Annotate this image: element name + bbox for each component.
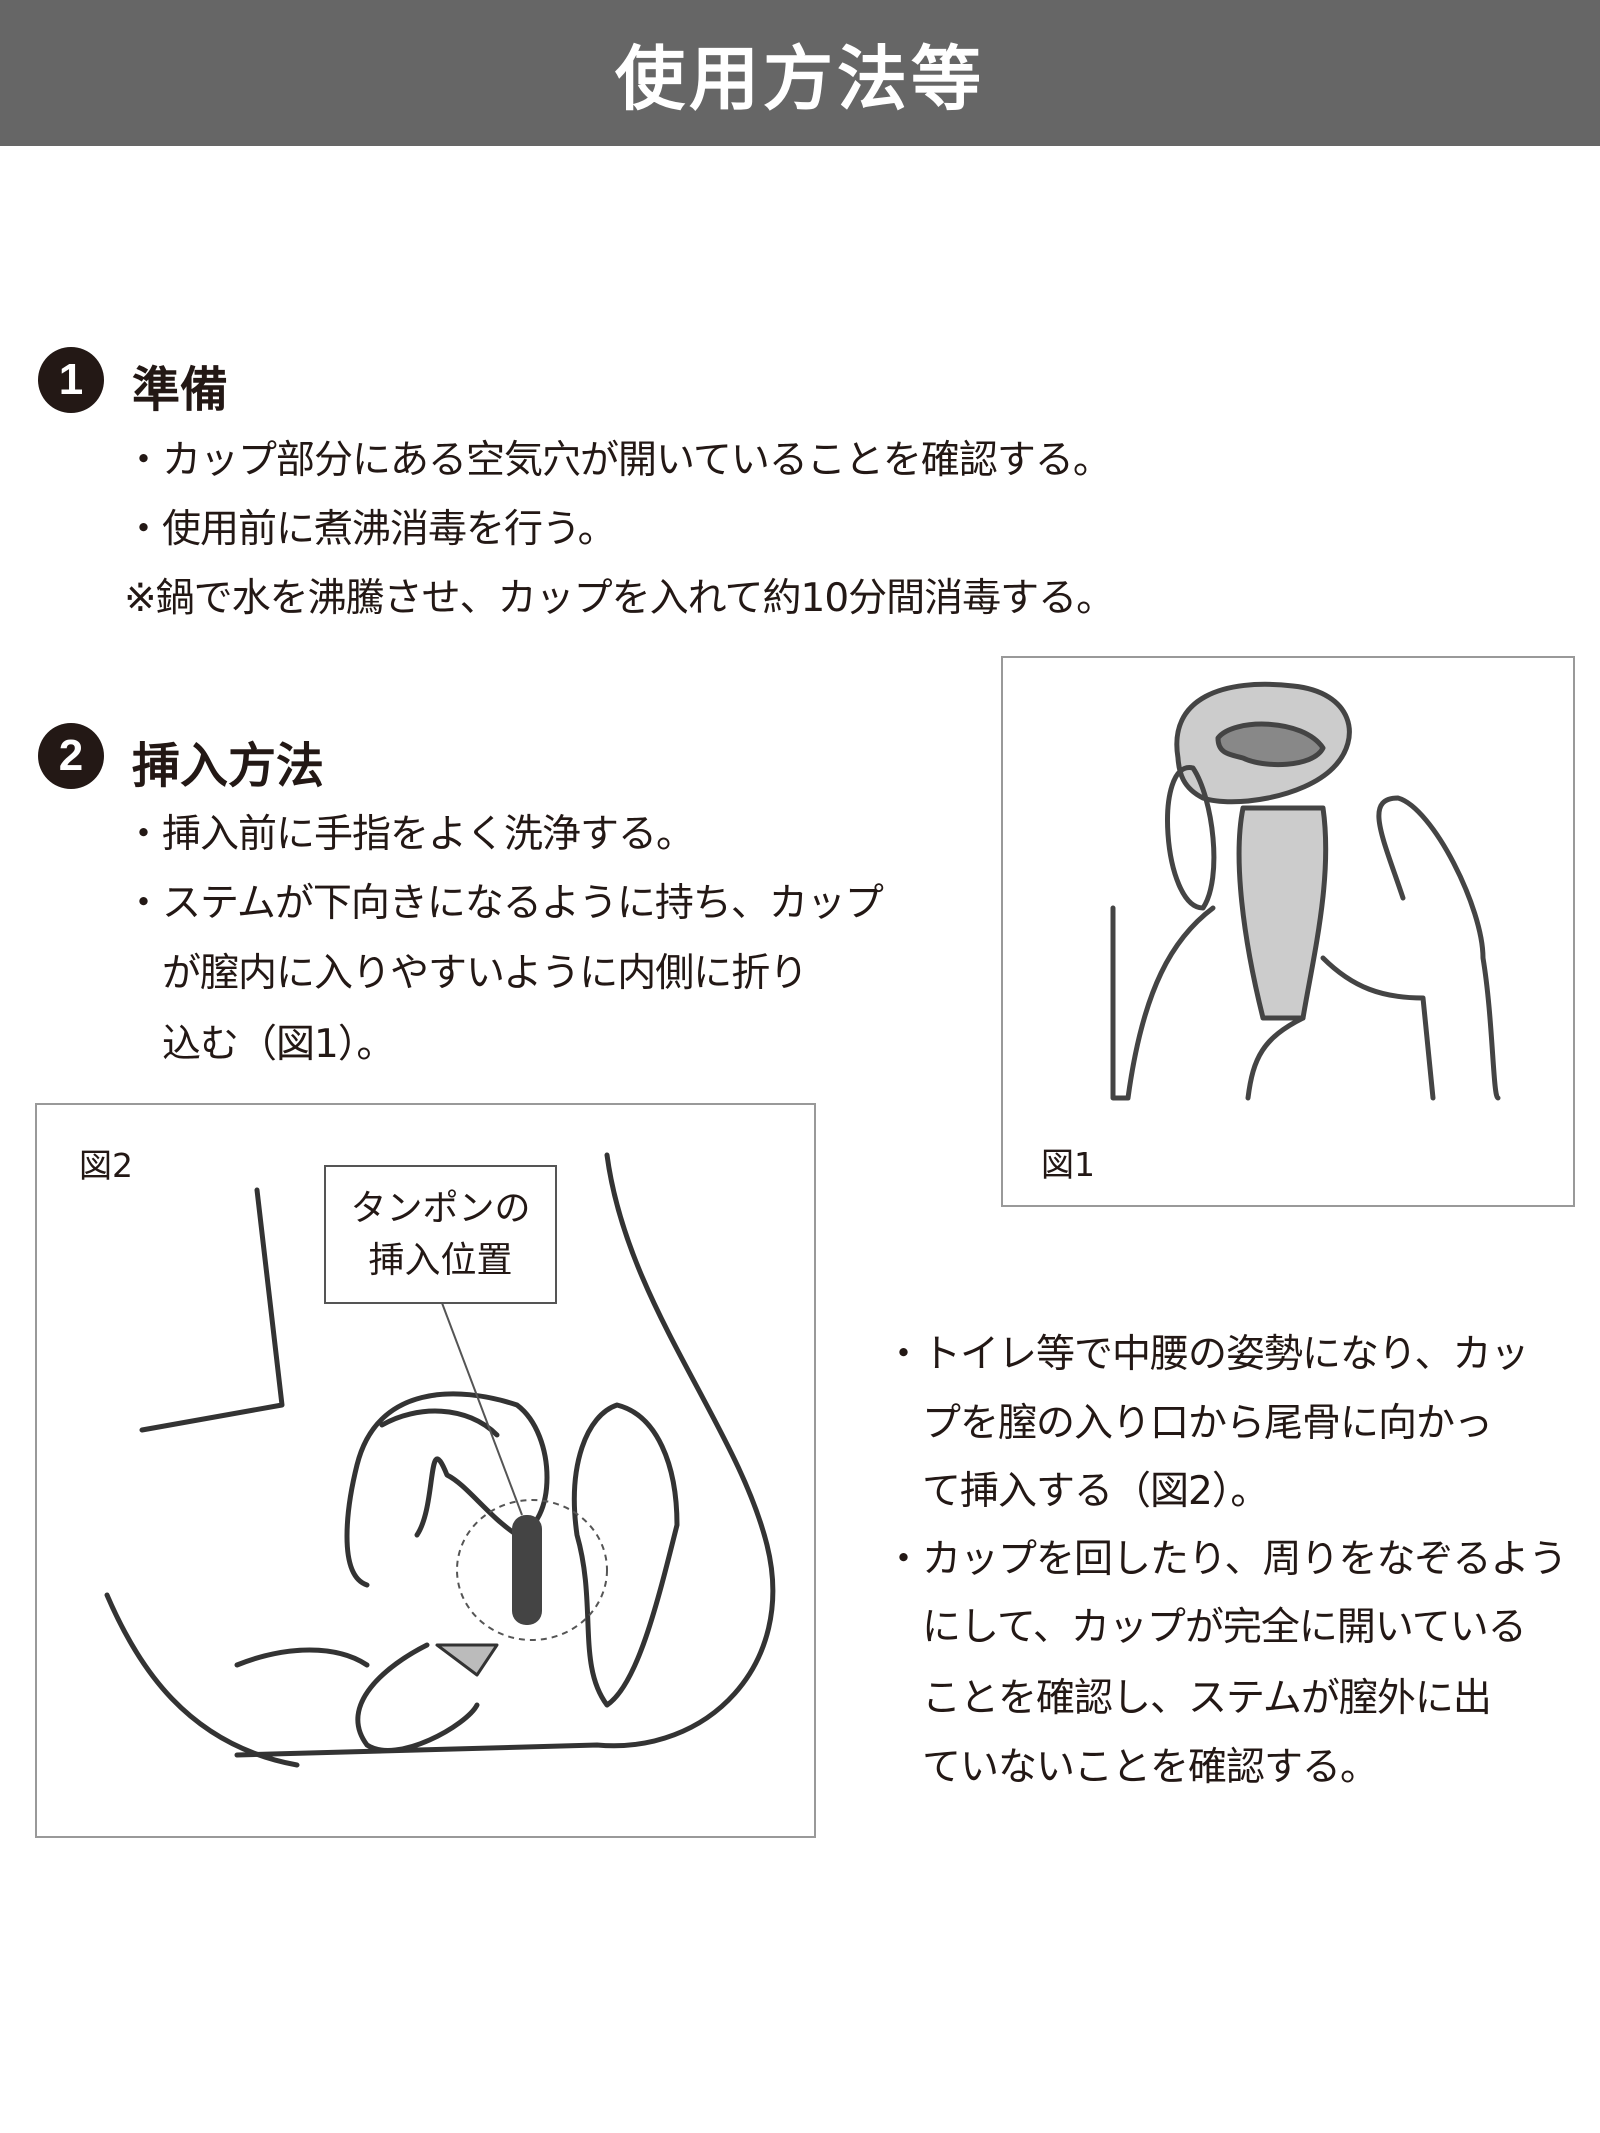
page-header: 使用方法等: [0, 0, 1600, 146]
section-title-insertion: 挿入方法: [132, 738, 325, 794]
right-line-5: にして、カップが完全に開いている: [884, 1605, 1527, 1650]
prep-line-3: ※鍋で水を沸騰させ、カップを入れて約10分間消毒する。: [124, 576, 1115, 621]
insertion-position-illustration: [104, 1152, 776, 1768]
insert-line-4: 込む（図1）。: [124, 1022, 395, 1067]
right-line-1: ・トイレ等で中腰の姿勢になり、カッ: [884, 1332, 1529, 1377]
tampon-label-line-2: 挿入位置: [368, 1240, 513, 1281]
right-line-6: ことを確認し、ステムが膣外に出: [884, 1676, 1492, 1721]
section-title-preparation: 準備: [132, 362, 229, 418]
folded-cup-hand-illustration: [1110, 681, 1501, 1101]
step-number-1: 1: [38, 347, 104, 413]
step-number-2: 2: [38, 723, 104, 789]
insert-line-3: が膣内に入りやすいように内側に折り: [124, 951, 808, 996]
prep-line-2: ・使用前に煮沸消毒を行う。: [124, 507, 617, 552]
right-line-7: ていないことを確認する。: [884, 1745, 1379, 1790]
figure-2-box: 図2 タンポンの 挿入位置: [35, 1103, 816, 1838]
prep-line-1: ・カップ部分にある空気穴が開いていることを確認する。: [124, 438, 1112, 483]
insert-line-1: ・挿入前に手指をよく洗浄する。: [124, 812, 695, 857]
figure-2-label: 図2: [79, 1146, 133, 1185]
right-line-3: て挿入する（図2）。: [884, 1469, 1269, 1514]
figure-1-label: 図1: [1041, 1145, 1095, 1184]
insert-line-2: ・ステムが下向きになるように持ち、カップ: [124, 881, 884, 926]
tampon-position-label: タンポンの 挿入位置: [324, 1165, 557, 1304]
figure-1-box: 図1: [1001, 656, 1575, 1207]
right-line-2: プを膣の入り口から尾骨に向かっ: [884, 1401, 1493, 1446]
tampon-label-line-1: タンポンの: [350, 1188, 531, 1229]
page-title: 使用方法等: [615, 37, 985, 120]
right-line-4: ・カップを回したり、周りをなぞるよう: [884, 1537, 1567, 1582]
